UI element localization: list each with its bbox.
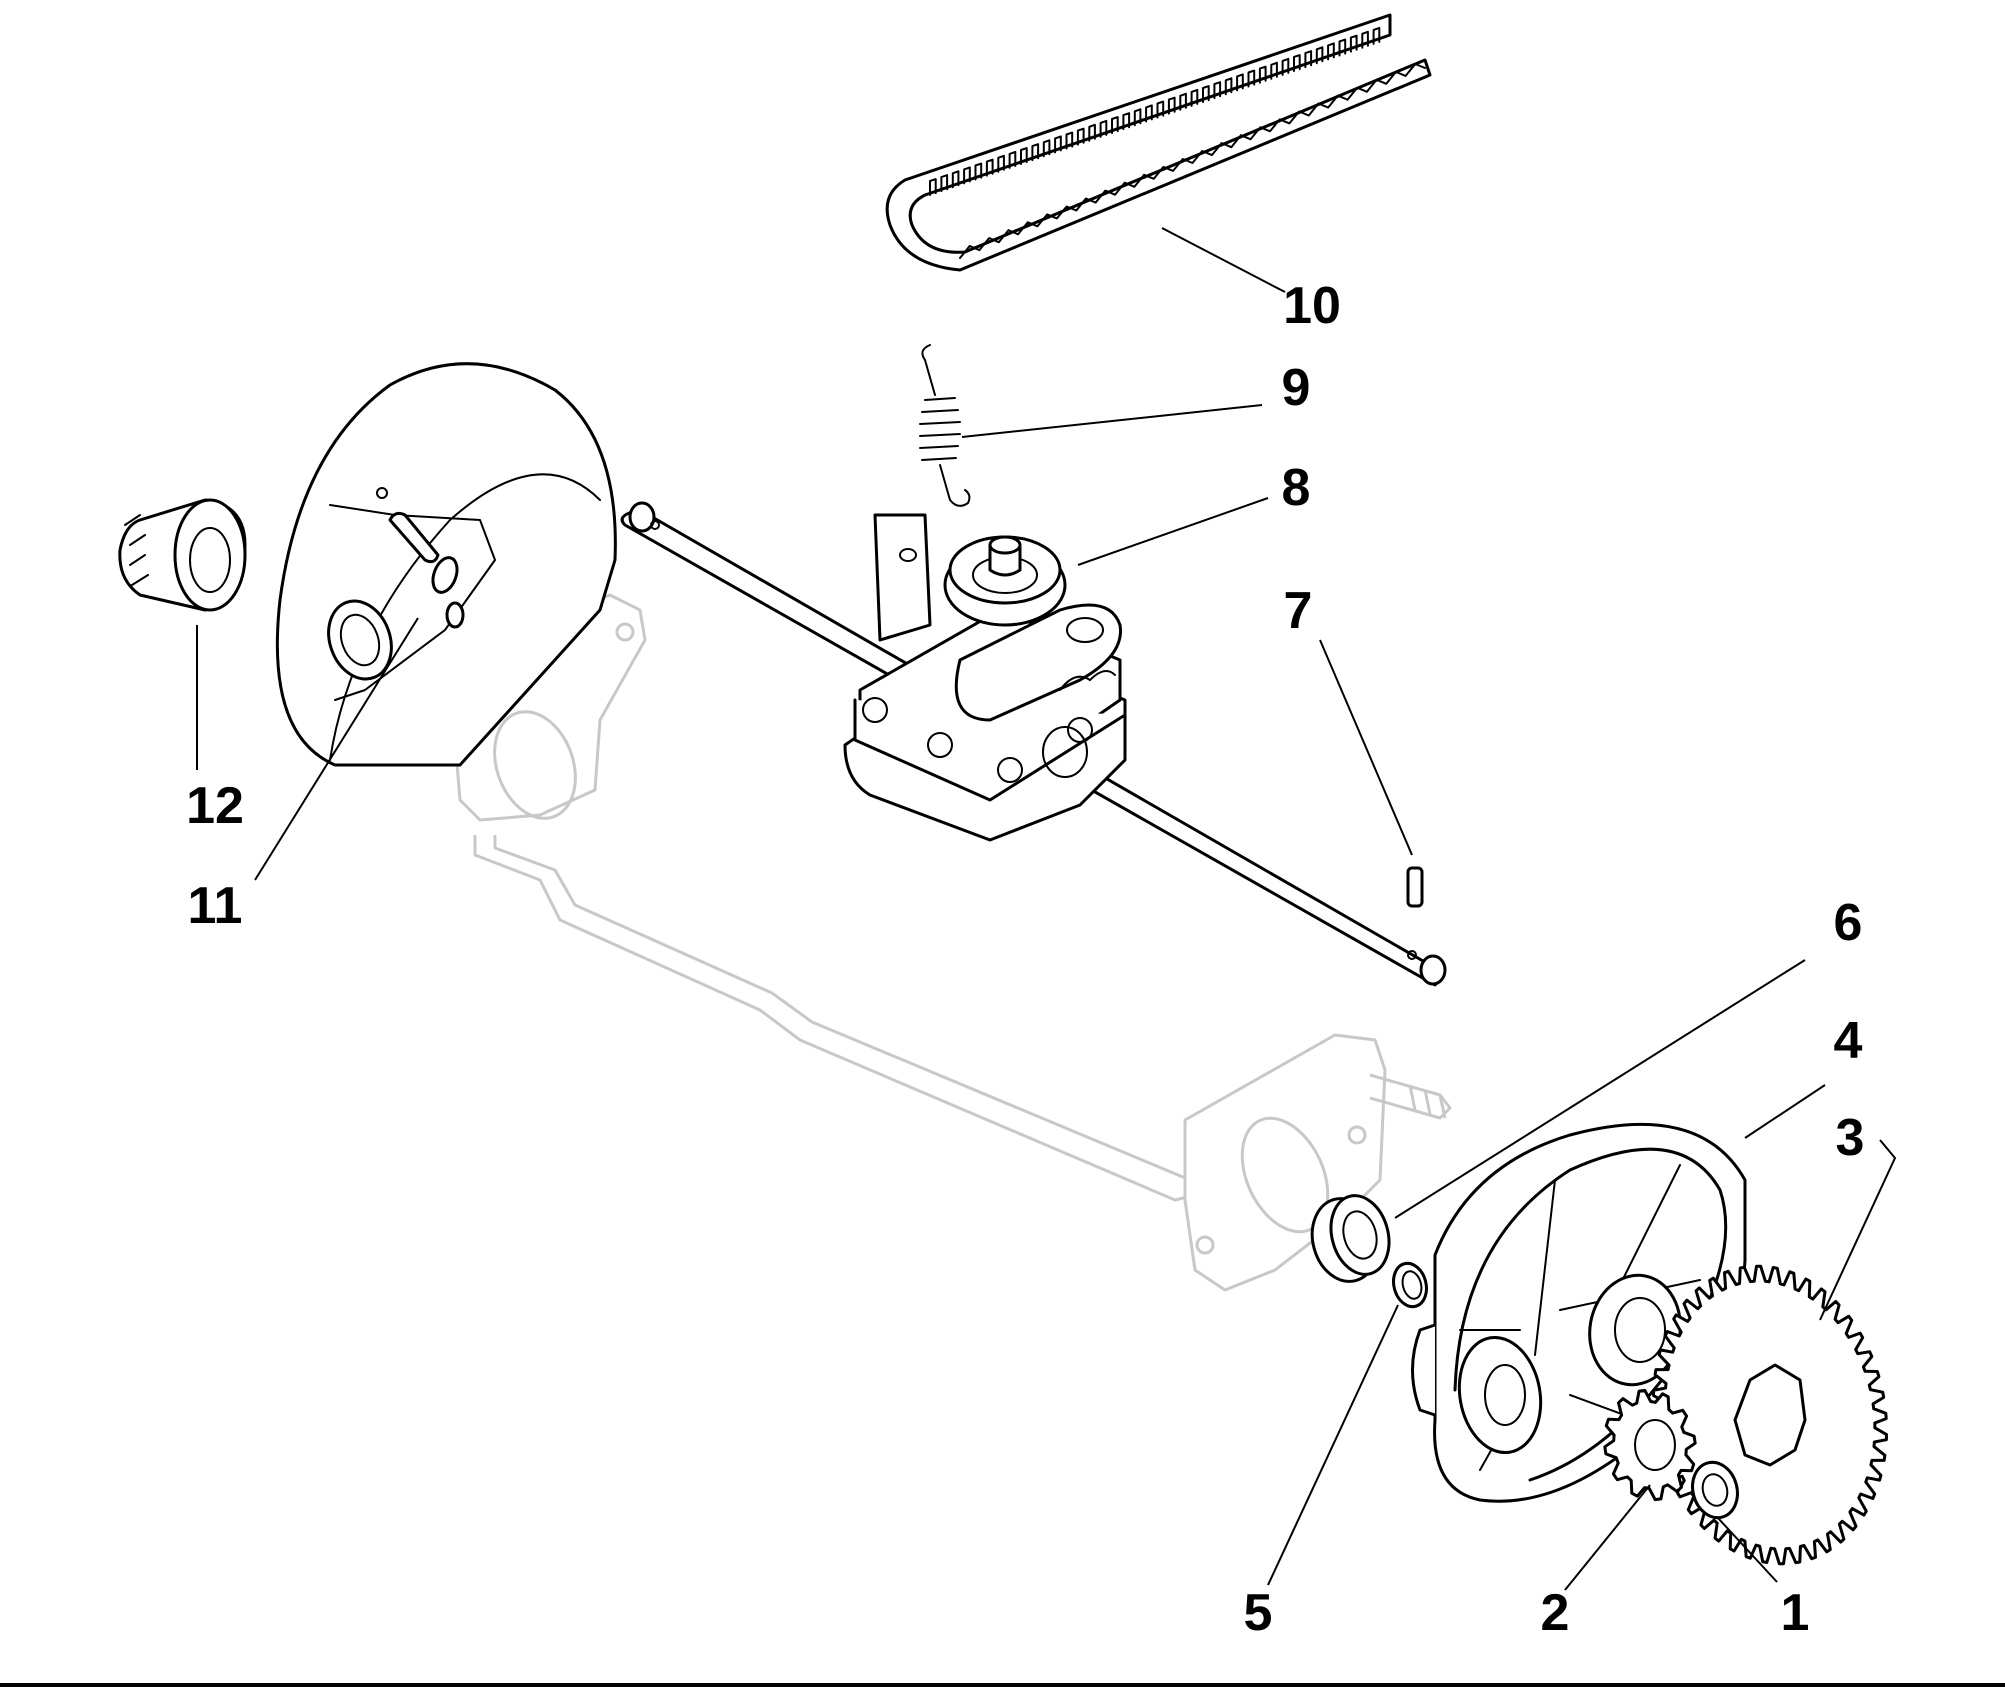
leader-2 [1564,1484,1651,1591]
callout-8: 8 [1282,459,1311,517]
callout-4: 4 [1834,1012,1863,1070]
leader-7 [1319,639,1413,856]
bearing [1310,1194,1391,1283]
tension-spring [919,344,971,507]
toothed-belt [885,13,1432,272]
callout-11: 11 [188,877,243,935]
leader-11 [254,617,419,881]
washer [1691,1460,1739,1520]
callout-1: 1 [1781,1584,1810,1642]
callout-labels: 1 2 3 4 5 6 7 8 9 10 11 12 [186,277,1864,1642]
leader-8 [1077,497,1269,566]
leader-4 [1744,1084,1826,1139]
pinion-bushing [118,498,247,612]
callout-3: 3 [1836,1109,1865,1167]
callout-5: 5 [1244,1584,1273,1642]
pin [1406,866,1424,908]
drive-disc [275,362,617,767]
callout-12: 12 [186,777,244,835]
callout-9: 9 [1282,359,1311,417]
gearbox [843,513,1127,842]
callout-10: 10 [1283,277,1341,335]
leader-9 [961,404,1263,438]
circlip [1392,1261,1428,1309]
large-gear [1652,1264,1888,1566]
leader-lines [196,227,1897,1591]
leader-10 [1161,227,1286,293]
callout-2: 2 [1541,1584,1570,1642]
small-pinion [1603,1388,1697,1502]
leader-6 [1394,959,1806,1219]
leader-1 [1717,1517,1778,1583]
leader-3 [1819,1139,1897,1321]
leader-5 [1267,1304,1399,1586]
callout-7: 7 [1284,582,1313,640]
callout-6: 6 [1834,894,1863,952]
